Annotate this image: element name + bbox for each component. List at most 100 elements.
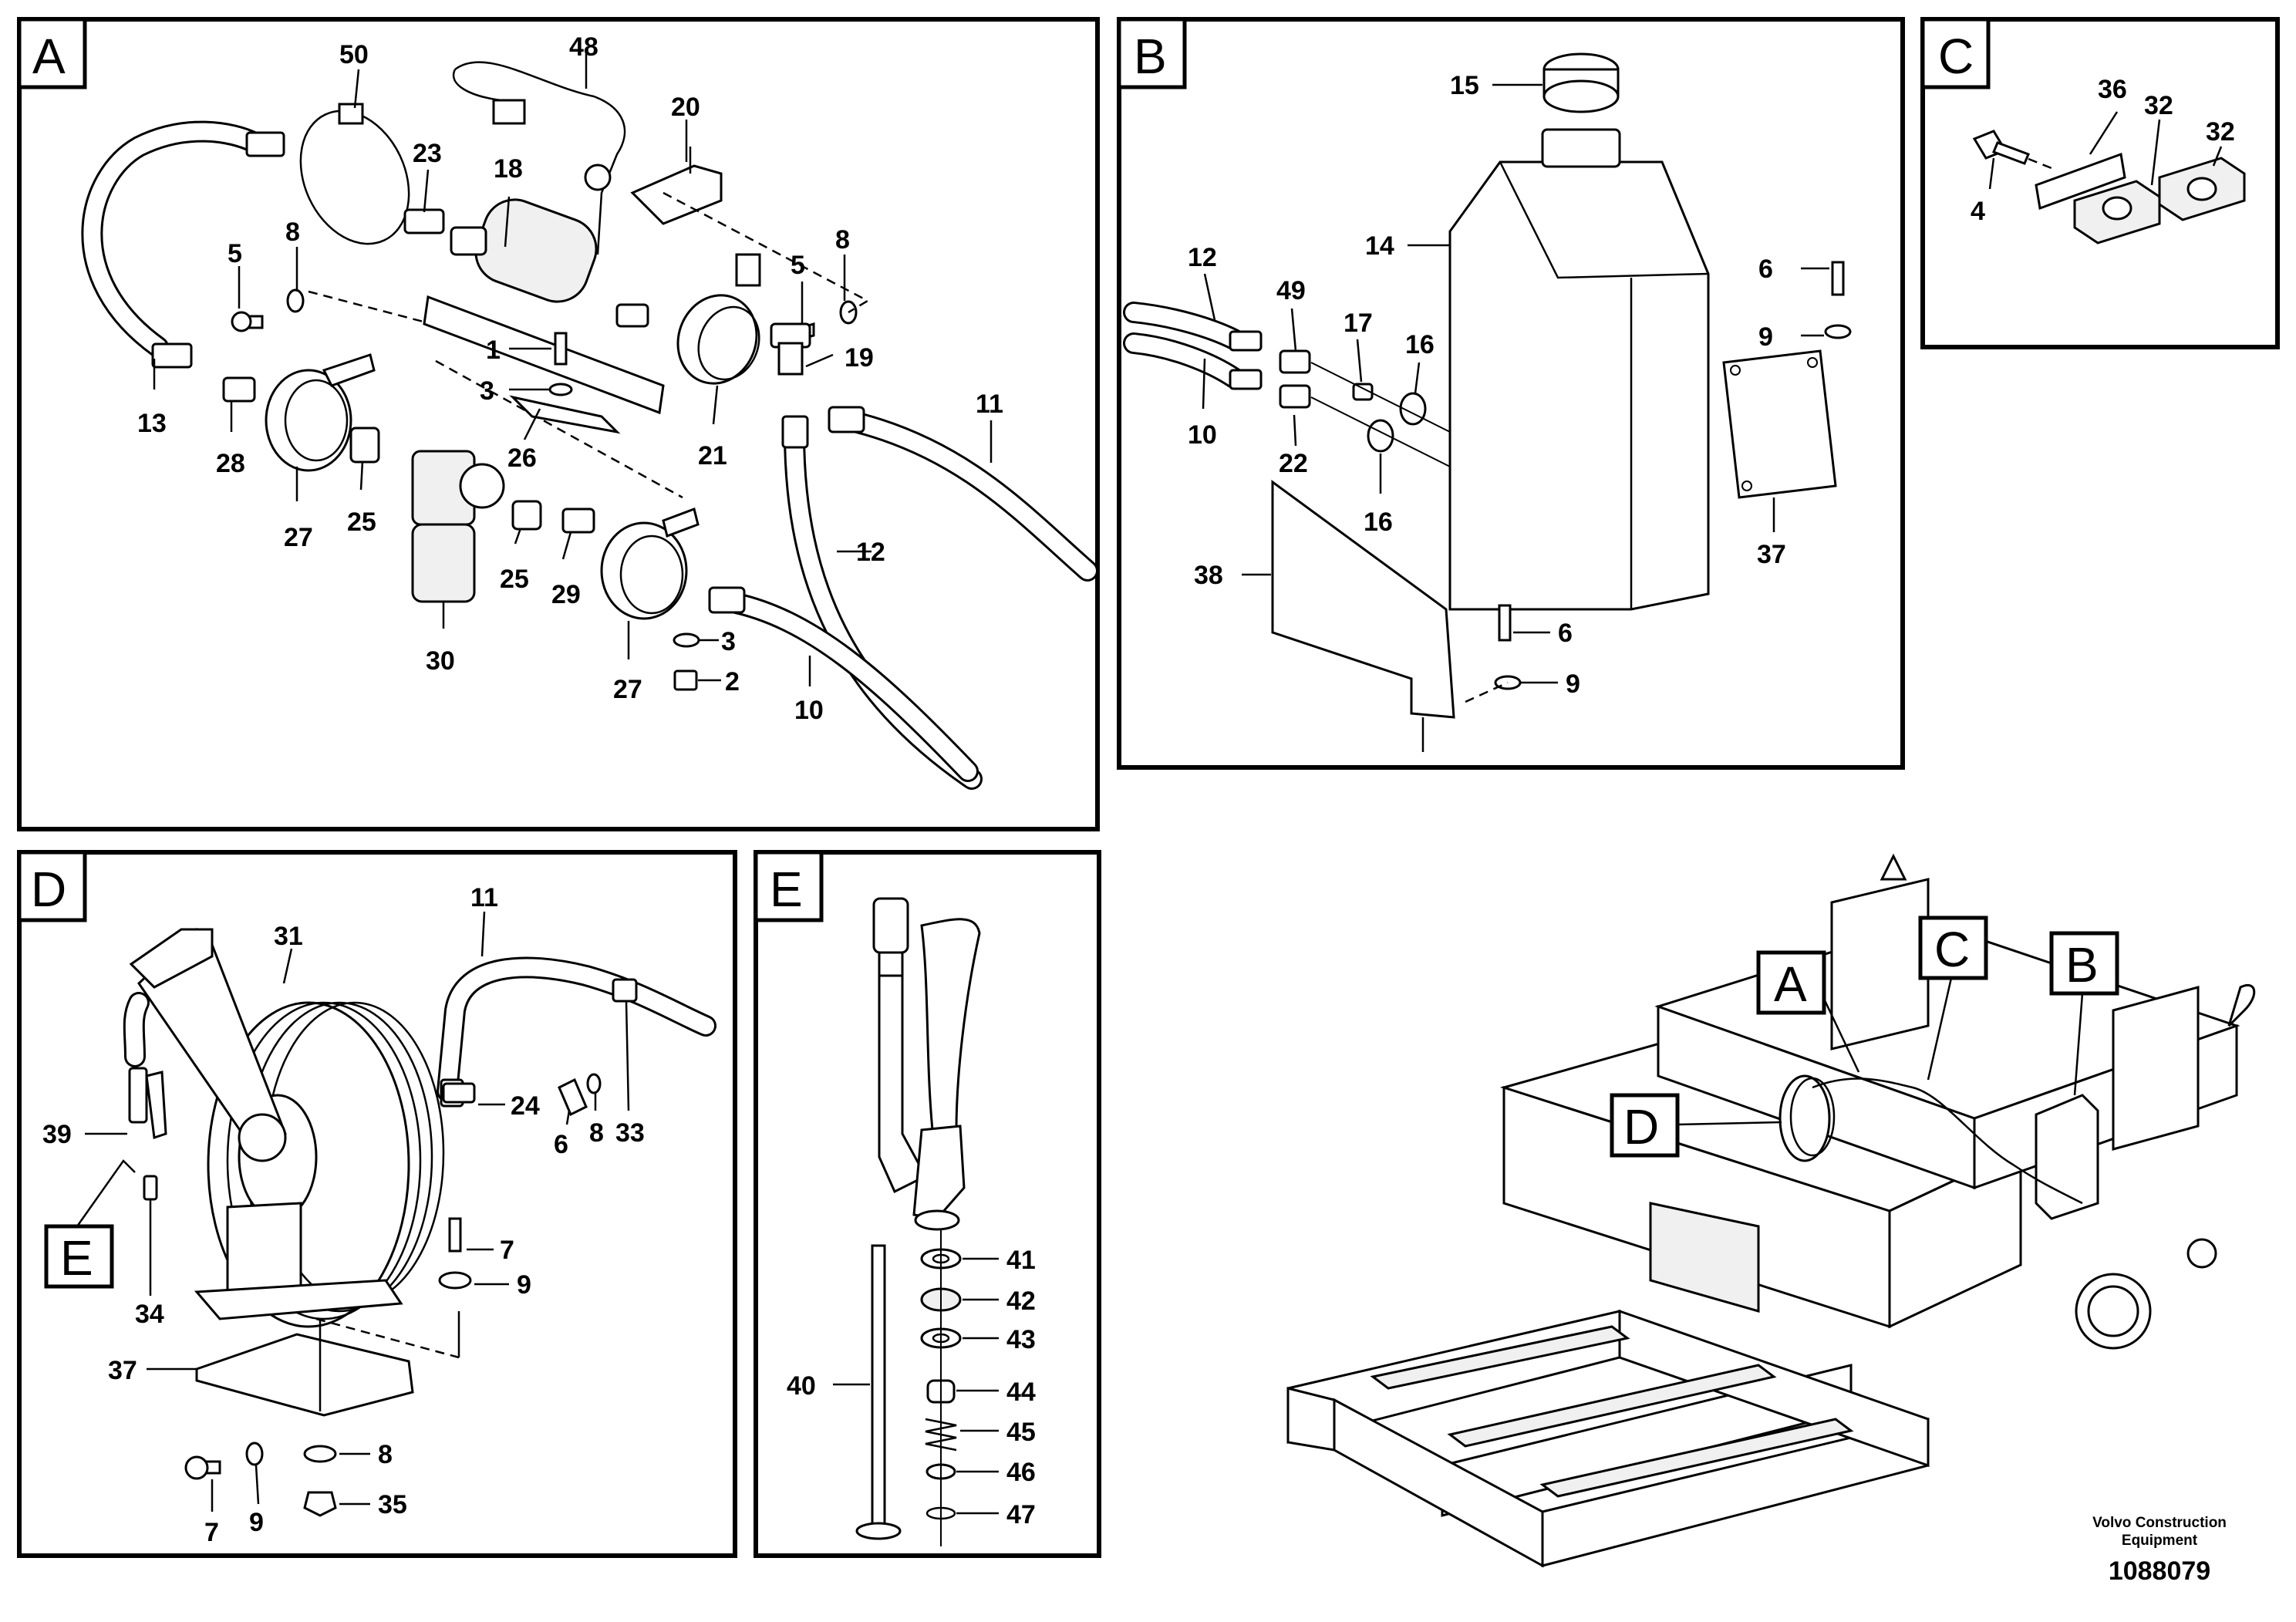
brand-line-2: Equipment <box>2122 1533 2198 1549</box>
panel-d-labels: 31 11 39 24 6 8 33 7 9 34 37 8 7 9 35 <box>42 883 645 1547</box>
label-3-top: 3 <box>480 376 494 406</box>
label-24: 24 <box>511 1091 540 1121</box>
label-1: 1 <box>486 336 501 365</box>
clip-33 <box>612 978 638 1003</box>
label-8-d: 8 <box>589 1118 604 1148</box>
washer-3-bottom <box>673 632 700 648</box>
bracket-38 <box>1271 480 1455 719</box>
label-25-right: 25 <box>500 565 529 594</box>
label-37-d: 37 <box>108 1356 137 1385</box>
label-16-bottom: 16 <box>1364 508 1393 537</box>
panel-e-frame <box>754 850 1101 1558</box>
label-10: 10 <box>794 696 824 725</box>
panel-c-tag-box <box>1920 17 1991 89</box>
filter-bowl-30 <box>411 523 476 603</box>
label-40: 40 <box>787 1371 816 1401</box>
pump-outlet <box>615 303 649 328</box>
nozzle-grip <box>872 897 909 954</box>
overview-harness <box>1812 1077 2083 1205</box>
overview-callout-b-box <box>2049 931 2119 996</box>
bolt-4-shank <box>1992 141 2030 165</box>
panel-a: A <box>17 17 1100 831</box>
panel-e-tag-box <box>754 850 824 922</box>
nut-2 <box>673 669 698 691</box>
overview-callout-a-box <box>1756 950 1826 1015</box>
label-38: 38 <box>1194 561 1223 590</box>
clamp-27-right <box>600 521 688 620</box>
washer-8-bottom <box>303 1445 337 1463</box>
panel-e: E 41 42 43 40 <box>754 850 1101 1558</box>
label-28: 28 <box>216 449 245 478</box>
label-45: 45 <box>1006 1418 1036 1447</box>
panel-d-tag-box <box>17 850 87 922</box>
label-8-right: 8 <box>835 225 850 255</box>
fitting-34 <box>143 1175 158 1201</box>
machine-overview: A C B D <box>1286 853 2256 1568</box>
overview-tank <box>2035 1094 2099 1220</box>
bolt-7-right <box>448 1217 462 1253</box>
label-39: 39 <box>42 1120 72 1149</box>
hose-13-fitting-top <box>245 131 285 157</box>
label-37-b: 37 <box>1757 540 1786 569</box>
pillar-left <box>1830 878 1930 1050</box>
panel-d: D <box>17 850 737 1558</box>
label-15: 15 <box>1450 71 1479 100</box>
label-12: 12 <box>856 538 885 567</box>
label-44: 44 <box>1006 1378 1036 1407</box>
connector-48 <box>492 99 526 125</box>
nut-35 <box>303 1491 337 1517</box>
label-9-left: 9 <box>249 1508 264 1537</box>
bolt-6-d <box>558 1077 588 1117</box>
label-48: 48 <box>569 32 598 62</box>
brand-line-1: Volvo Construction <box>2092 1515 2227 1531</box>
label-41: 41 <box>1006 1246 1036 1275</box>
label-29: 29 <box>551 580 581 609</box>
overview-callout-b: B <box>2065 937 2099 993</box>
panel-c-labels: 36 32 32 4 <box>1971 75 2235 226</box>
label-34: 34 <box>135 1300 164 1329</box>
overview-reel <box>1778 1074 1831 1162</box>
plate-36 <box>2035 152 2126 211</box>
rod-40 <box>871 1244 886 1533</box>
label-47: 47 <box>1006 1500 1036 1529</box>
washer-9-top <box>1824 324 1852 339</box>
wire-harness-48 <box>454 61 626 255</box>
label-5-right: 5 <box>791 251 805 280</box>
washer-9-right <box>438 1271 472 1290</box>
nozzle-39 <box>128 1067 148 1124</box>
panel-e-labels: 41 42 43 40 44 45 46 47 <box>787 1246 1036 1529</box>
label-11: 11 <box>976 389 1003 419</box>
fitting-23 <box>403 208 445 234</box>
fitting-49 <box>1279 349 1311 374</box>
label-23: 23 <box>413 139 442 168</box>
label-25-left: 25 <box>347 508 376 537</box>
panel-a-labels: 50 48 20 23 18 8 5 8 5 1 19 11 3 26 13 2… <box>137 32 1003 725</box>
label-21: 21 <box>698 441 727 470</box>
label-32-b: 32 <box>2206 117 2235 147</box>
fitting-25-left <box>349 427 380 464</box>
label-20: 20 <box>671 93 700 122</box>
fitting-17 <box>1352 383 1374 401</box>
label-6-d: 6 <box>554 1130 568 1159</box>
label-8-bottom: 8 <box>378 1440 393 1469</box>
panel-d-frame <box>17 850 737 1558</box>
panel-c-frame <box>1920 17 2280 349</box>
label-6-bottom: 6 <box>1558 619 1573 648</box>
label-2: 2 <box>725 667 740 696</box>
label-10-b: 10 <box>1188 420 1217 450</box>
label-32-a: 32 <box>2144 91 2173 120</box>
clamp-50-lug <box>338 103 364 125</box>
label-5-left: 5 <box>228 239 242 268</box>
label-27-right: 27 <box>613 675 642 704</box>
fuel-pump-18 <box>474 198 598 303</box>
fitting-29 <box>561 508 595 534</box>
washer-9-left <box>245 1442 264 1466</box>
label-42: 42 <box>1006 1286 1036 1316</box>
pump-inlet <box>450 226 487 256</box>
plate-26 <box>423 295 665 415</box>
clamp-27-left <box>265 369 352 472</box>
label-46: 46 <box>1006 1458 1036 1487</box>
label-9-right: 9 <box>517 1270 531 1300</box>
panel-d-tag: D <box>31 862 66 917</box>
